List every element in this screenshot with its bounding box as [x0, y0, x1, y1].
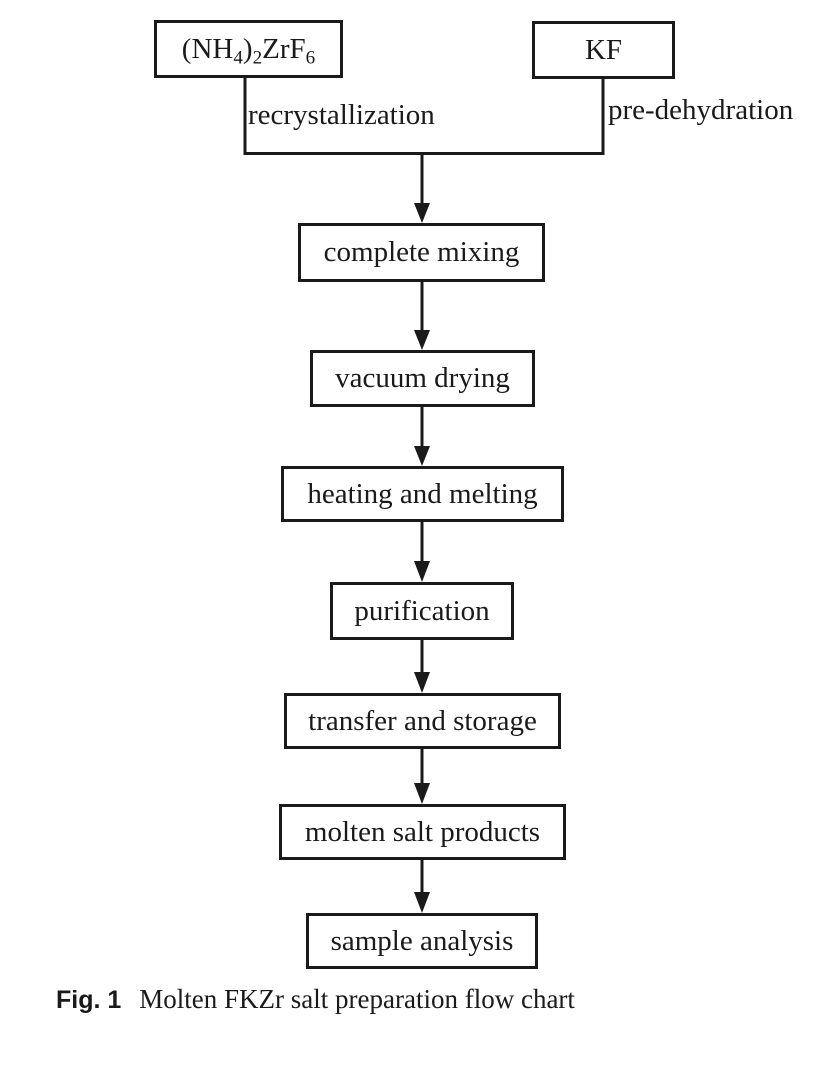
node-step-complete-mixing: complete mixing: [298, 223, 545, 282]
node-step-transfer-and-storage: transfer and storage: [284, 693, 561, 749]
node-step-sample-analysis: sample analysis: [306, 913, 538, 969]
node-label: molten salt products: [304, 815, 541, 848]
node-step-vacuum-drying: vacuum drying: [310, 350, 535, 407]
node-label: (NH4)2ZrF6: [181, 32, 316, 68]
flow-arrow-1: [414, 281, 430, 350]
edge-label-pre-dehydration: pre-dehydration: [608, 94, 794, 126]
caption-text: Molten FKZr salt preparation flow chart: [139, 984, 575, 1014]
flow-arrow-3: [414, 521, 430, 582]
flow-arrow-4: [414, 639, 430, 693]
node-label: vacuum drying: [335, 362, 510, 394]
flow-arrow-merge: [414, 153, 430, 223]
flow-arrow-5: [414, 748, 430, 804]
node-label: heating and melting: [307, 477, 538, 510]
edge-label-recrystallization: recrystallization: [248, 99, 435, 131]
node-label: sample analysis: [330, 924, 514, 957]
flow-arrow-6: [414, 859, 430, 913]
node-label: transfer and storage: [308, 704, 537, 737]
node-kf: KF: [532, 21, 675, 79]
node-step-molten-salt-products: molten salt products: [279, 804, 566, 860]
node-label: complete mixing: [323, 236, 520, 268]
figure-caption: Fig. 1 Molten FKZr salt preparation flow …: [56, 983, 575, 1015]
node-ammonium-zirconium-fluoride: (NH4)2ZrF6: [154, 20, 343, 78]
node-step-heating-and-melting: heating and melting: [281, 466, 564, 522]
node-label: KF: [584, 33, 623, 66]
node-step-purification: purification: [330, 582, 514, 640]
flow-arrow-2: [414, 406, 430, 466]
node-label: purification: [354, 594, 490, 627]
caption-label: Fig. 1: [56, 986, 122, 1014]
